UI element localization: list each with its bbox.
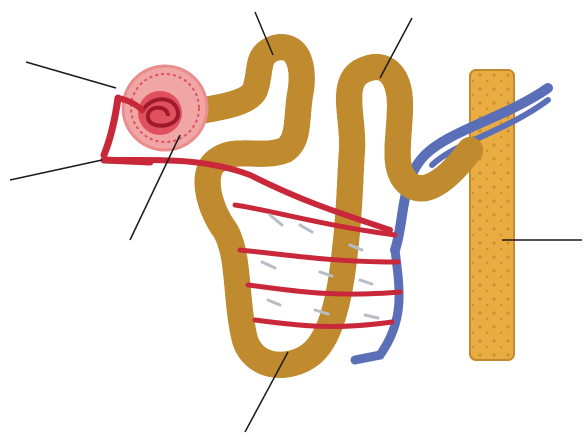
glomerulus <box>118 66 207 150</box>
leader-line-efferent <box>10 160 102 180</box>
vein <box>355 88 548 360</box>
leader-line-glomerulus <box>130 135 180 240</box>
leader-line-afferent <box>26 62 116 88</box>
